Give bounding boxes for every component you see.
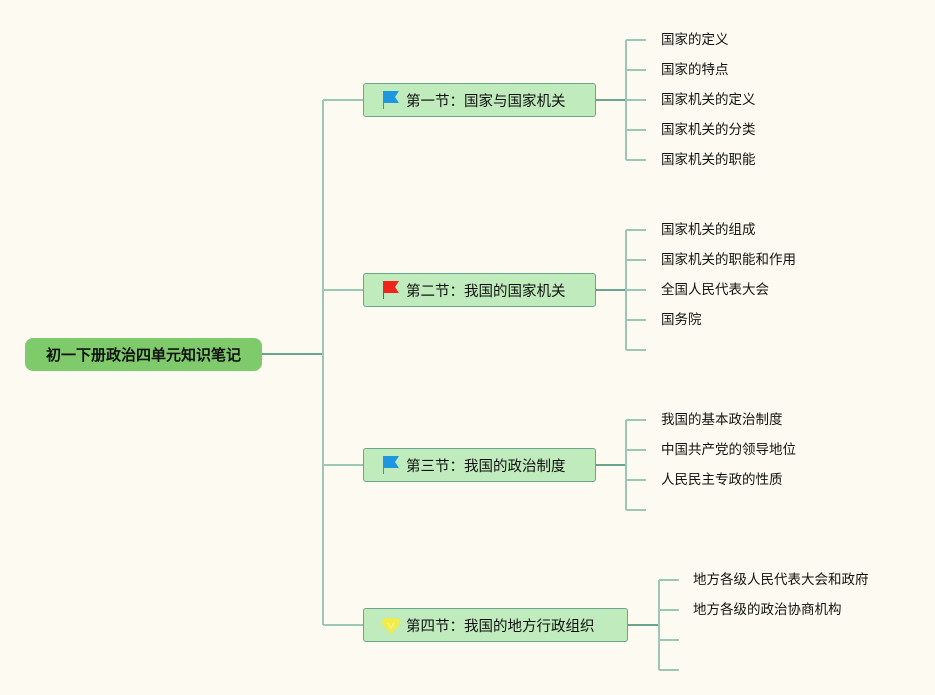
section-4-label: 第四节：我国的地方行政组织 [406, 618, 595, 635]
section-3-topic[interactable]: 第三节：我国的政治制度 [363, 448, 596, 482]
section-3-label: 第三节：我国的政治制度 [406, 458, 566, 475]
subtopic[interactable]: 我国的基本政治制度 [661, 412, 783, 428]
subtopic[interactable]: 国家的定义 [661, 32, 729, 48]
section-2-label: 第二节：我国的国家机关 [406, 283, 566, 300]
red-flag-icon [383, 281, 399, 299]
subtopic[interactable]: 国家机关的分类 [661, 122, 756, 138]
subtopic[interactable]: 国务院 [661, 312, 702, 328]
blue-flag-icon [383, 456, 399, 474]
subtopic[interactable]: 国家机关的职能和作用 [661, 252, 796, 268]
gem-icon [381, 618, 401, 634]
subtopic[interactable]: 国家机关的定义 [661, 92, 756, 108]
subtopic[interactable]: 地方各级人民代表大会和政府 [693, 572, 869, 588]
subtopic[interactable]: 国家的特点 [661, 62, 729, 78]
subtopic[interactable]: 全国人民代表大会 [661, 282, 769, 298]
subtopic[interactable]: 人民民主专政的性质 [661, 472, 783, 488]
section-2-topic[interactable]: 第二节：我国的国家机关 [363, 273, 596, 307]
blue-flag-icon [383, 91, 399, 109]
subtopic[interactable]: 国家机关的职能 [661, 152, 756, 168]
subtopic[interactable]: 国家机关的组成 [661, 222, 756, 238]
section-1-label: 第一节：国家与国家机关 [406, 93, 566, 110]
section-1-topic[interactable]: 第一节：国家与国家机关 [363, 83, 596, 117]
subtopic[interactable]: 中国共产党的领导地位 [661, 442, 796, 458]
root-topic[interactable]: 初一下册政治四单元知识笔记 [25, 338, 262, 371]
section-4-topic[interactable]: 第四节：我国的地方行政组织 [363, 608, 628, 642]
subtopic[interactable]: 地方各级的政治协商机构 [693, 602, 842, 618]
root-topic-label: 初一下册政治四单元知识笔记 [45, 346, 241, 364]
